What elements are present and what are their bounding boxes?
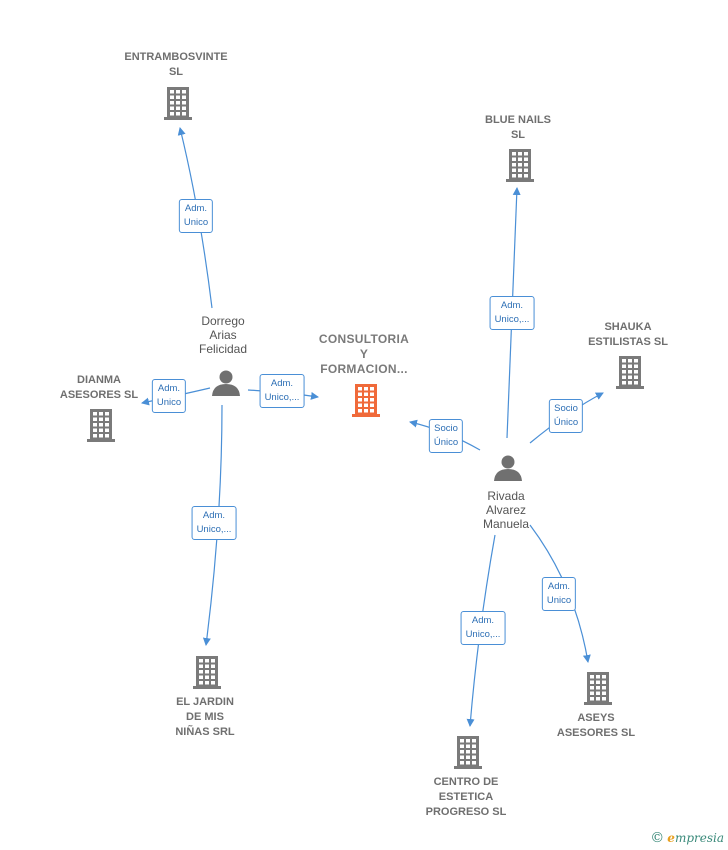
building-icon-consultoria[interactable] — [352, 384, 380, 417]
edge-label-rivada-to-blue_nails[interactable]: Adm. Unico,... — [489, 296, 535, 330]
copyright-icon: © — [650, 830, 665, 846]
building-icon-shauka[interactable] — [616, 356, 644, 389]
brand-footer: ©empresia — [650, 830, 724, 846]
building-icon-aseys[interactable] — [584, 672, 612, 705]
building-icon-centro[interactable] — [454, 736, 482, 769]
node-label-consultoria[interactable]: CONSULTORIA Y FORMACION... — [318, 332, 410, 376]
building-icon-blue_nails[interactable] — [506, 149, 534, 182]
node-label-blue_nails[interactable]: BLUE NAILS SL — [485, 114, 551, 141]
node-label-jardin[interactable]: EL JARDIN DE MIS NIÑAS SRL — [175, 696, 235, 738]
node-label-aseys[interactable]: ASEYS ASESORES SL — [556, 712, 636, 739]
edge-label-rivada-to-aseys[interactable]: Adm. Unico — [541, 577, 577, 611]
node-label-centro[interactable]: CENTRO DE ESTETICA PROGRESO SL — [425, 776, 507, 818]
node-label-dorrego[interactable]: Dorrego Arias Felicidad — [198, 314, 248, 356]
edge-label-dorrego-to-entrambosvinte[interactable]: Adm. Unico — [178, 199, 214, 233]
edge-label-dorrego-to-jardin[interactable]: Adm. Unico,... — [191, 506, 237, 540]
building-icon-dianma[interactable] — [87, 409, 115, 442]
brand-mark: e — [667, 831, 675, 845]
building-icon-entrambosvinte[interactable] — [164, 87, 192, 120]
node-label-shauka[interactable]: SHAUKA ESTILISTAS SL — [588, 321, 668, 348]
edge-label-rivada-to-consultoria[interactable]: Socio Único — [428, 419, 464, 453]
edge-label-rivada-to-shauka[interactable]: Socio Único — [548, 399, 584, 433]
building-icon-jardin[interactable] — [193, 656, 221, 689]
node-label-entrambosvinte[interactable]: ENTRAMBOSVINTE SL — [124, 51, 228, 78]
node-label-rivada[interactable]: Rivada Alvarez Manuela — [482, 489, 530, 531]
person-icon-dorrego[interactable] — [212, 370, 240, 397]
edge-label-dorrego-to-dianma[interactable]: Adm. Unico — [151, 379, 187, 413]
edge-label-rivada-to-centro[interactable]: Adm. Unico,... — [460, 611, 506, 645]
person-icon-rivada[interactable] — [494, 455, 522, 482]
brand-name: mpresia — [674, 831, 724, 845]
edge-label-dorrego-to-consultoria[interactable]: Adm. Unico,... — [259, 374, 305, 408]
node-label-dianma[interactable]: DIANMA ASESORES SL — [59, 374, 139, 401]
